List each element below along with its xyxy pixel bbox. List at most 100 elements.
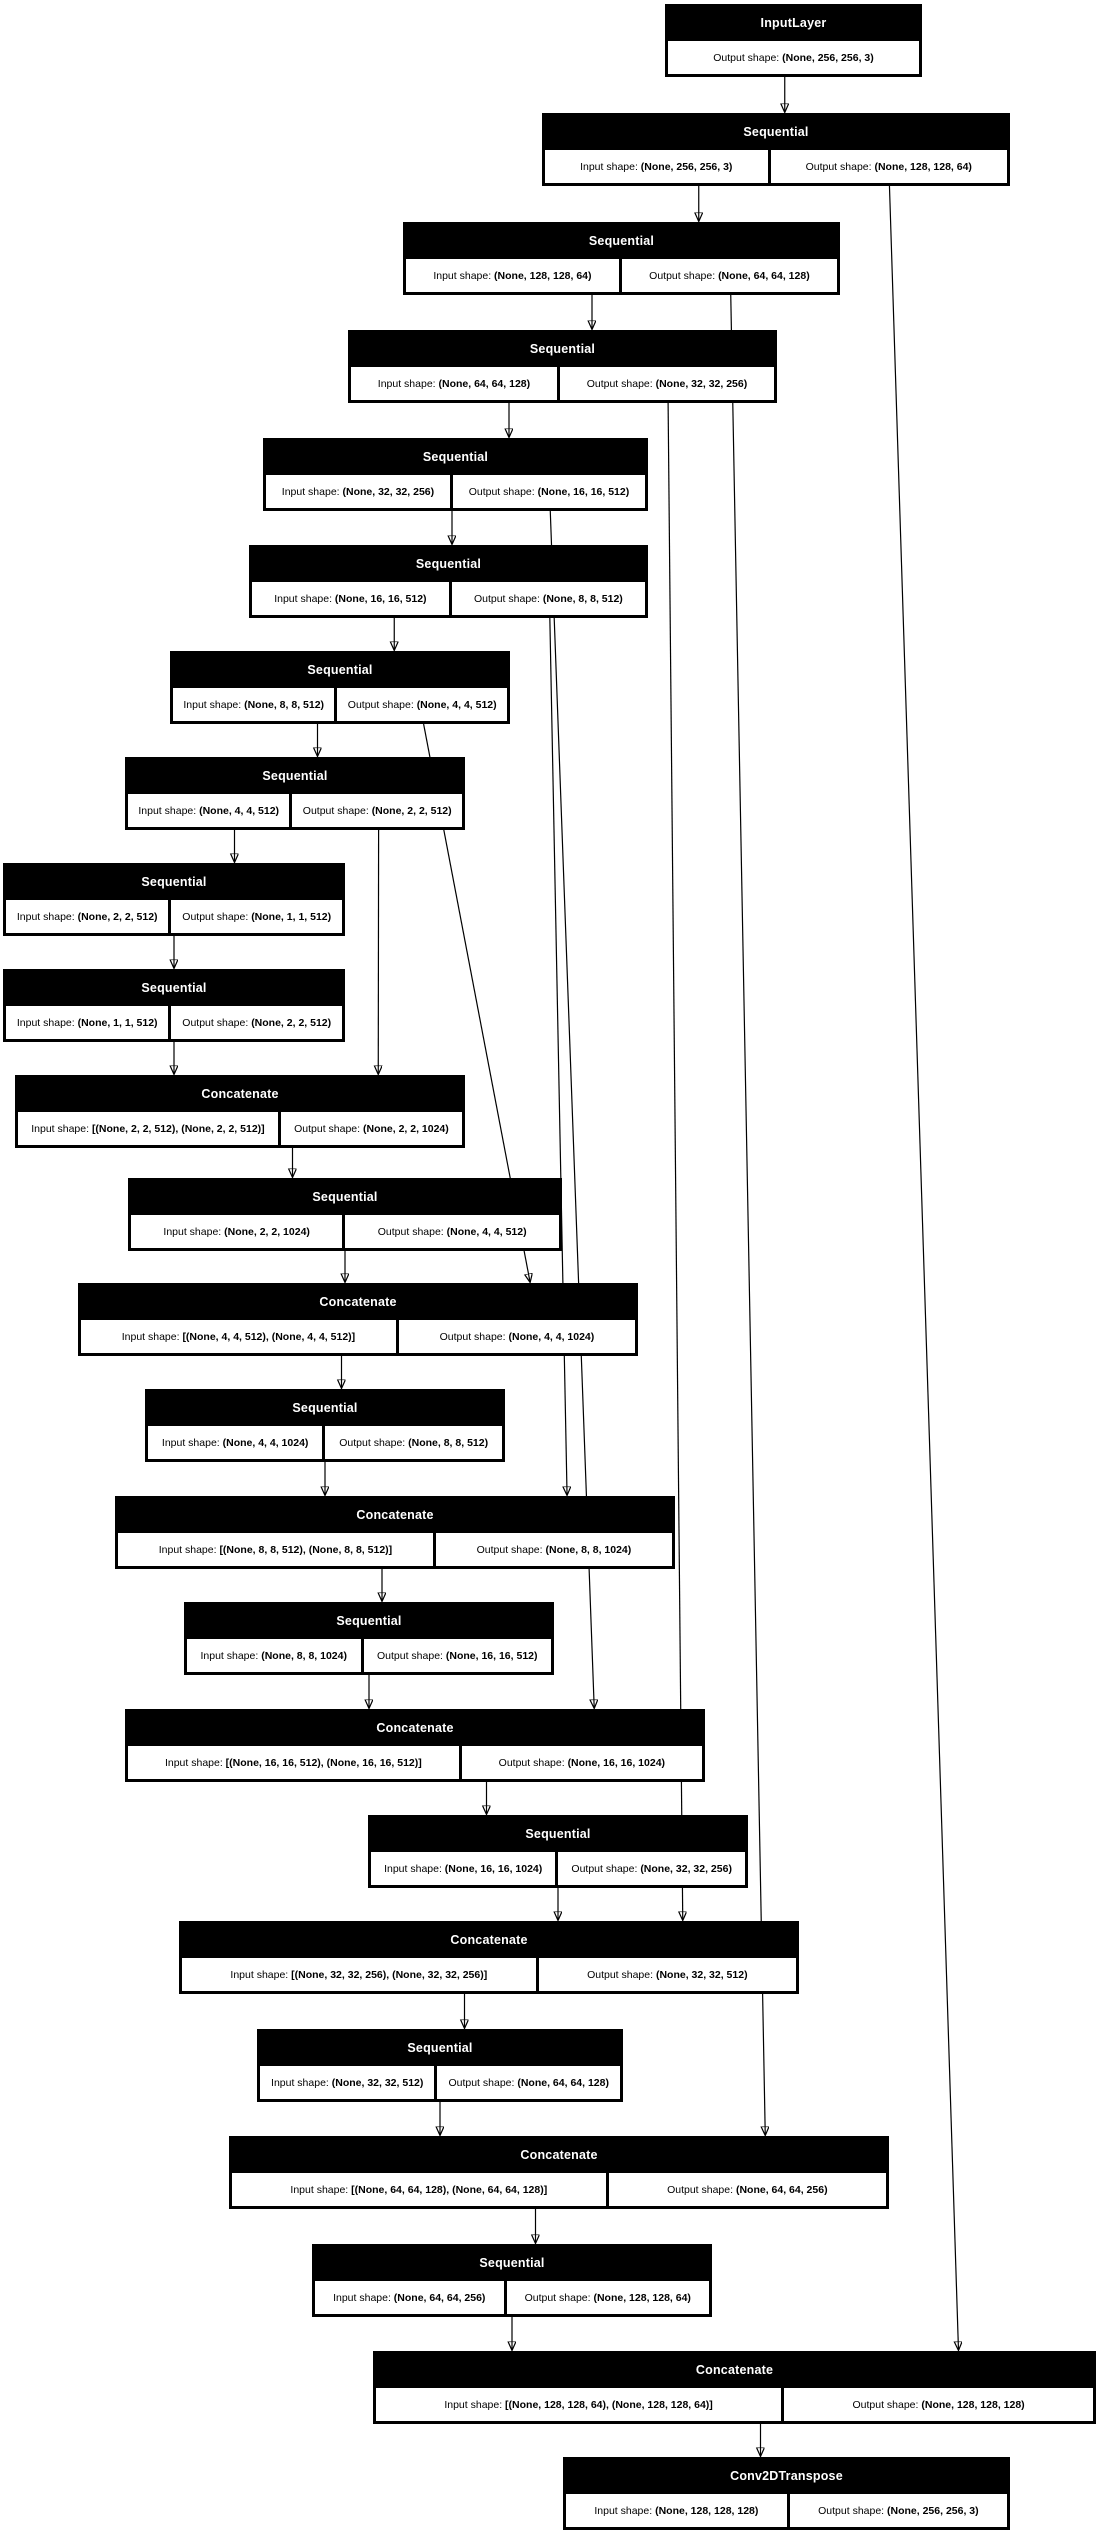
layer-node-sequential: Sequential Input shape: (None, 8, 8, 512…	[170, 651, 510, 724]
layer-node-sequential: Sequential Input shape: (None, 64, 64, 1…	[348, 330, 777, 403]
input-shape-value: (None, 4, 4, 1024)	[222, 1436, 309, 1449]
layer-type-label: Concatenate	[319, 1294, 397, 1309]
input-shape-label: Input shape:	[377, 377, 439, 390]
layer-node-sequential: Sequential Input shape: (None, 64, 64, 2…	[312, 2244, 712, 2317]
output-shape-cell: Output shape: (None, 32, 32, 256)	[558, 1852, 746, 1885]
input-shape-label: Input shape:	[183, 698, 245, 711]
input-shape-cell: Input shape: (None, 4, 4, 512)	[128, 794, 290, 827]
input-shape-cell: Input shape: (None, 16, 16, 1024)	[371, 1852, 556, 1885]
output-shape-value: (None, 32, 32, 256)	[655, 377, 748, 390]
layer-type-label: Sequential	[141, 874, 207, 889]
output-shape-cell: Output shape: (None, 2, 2, 512)	[292, 794, 463, 827]
input-shape-cell: Input shape: (None, 16, 16, 512)	[252, 582, 449, 615]
input-shape-label: Input shape:	[384, 1862, 445, 1875]
layer-type-label: Sequential	[743, 124, 809, 139]
output-shape-cell: Output shape: (None, 2, 2, 1024)	[280, 1112, 462, 1145]
layer-type-label: Concatenate	[376, 1720, 454, 1735]
input-shape-value: (None, 256, 256, 3)	[640, 160, 733, 173]
layer-type-label: Sequential	[479, 2255, 545, 2270]
input-shape-cell: Input shape: (None, 256, 256, 3)	[545, 150, 768, 183]
input-shape-cell: Input shape: [(None, 64, 64, 128), (None…	[232, 2173, 606, 2206]
skip-connection-edge	[888, 185, 958, 2350]
output-shape-value: (None, 16, 16, 512)	[445, 1649, 538, 1662]
output-shape-value: (None, 4, 4, 1024)	[508, 1330, 595, 1343]
layer-node-sequential: Sequential Input shape: (None, 2, 2, 102…	[128, 1178, 562, 1251]
output-shape-cell: Output shape: (None, 16, 16, 512)	[363, 1639, 551, 1672]
skip-connection-edge	[730, 294, 766, 2135]
output-shape-label: Output shape:	[498, 1756, 568, 1769]
input-shape-value: (None, 8, 8, 1024)	[261, 1649, 347, 1662]
layer-node-sequential: Sequential Input shape: (None, 16, 16, 1…	[368, 1815, 748, 1888]
output-shape-value: (None, 2, 2, 512)	[371, 804, 452, 817]
layer-type-label: Conv2DTranspose	[730, 2468, 843, 2483]
input-shape-cell: Input shape: [(None, 128, 128, 64), (Non…	[376, 2388, 782, 2421]
input-shape-label: Input shape:	[31, 1122, 92, 1135]
output-shape-value: (None, 32, 32, 512)	[655, 1968, 748, 1981]
output-shape-cell: Output shape: (None, 128, 128, 64)	[506, 2281, 710, 2314]
output-shape-cell: Output shape: (None, 4, 4, 512)	[345, 1215, 560, 1248]
output-shape-value: (None, 256, 256, 3)	[887, 2504, 979, 2517]
output-shape-cell: Output shape: (None, 32, 32, 512)	[538, 1958, 796, 1991]
input-shape-value: (None, 1, 1, 512)	[77, 1016, 158, 1029]
input-shape-value: (None, 2, 2, 512)	[77, 910, 158, 923]
input-shape-cell: Input shape: [(None, 4, 4, 512), (None, …	[81, 1320, 396, 1353]
input-shape-cell: Input shape: (None, 64, 64, 128)	[351, 367, 557, 400]
output-shape-label: Output shape:	[468, 485, 538, 498]
input-shape-label: Input shape:	[200, 1649, 262, 1662]
output-shape-label: Output shape:	[182, 1016, 252, 1029]
layer-type-label: Sequential	[262, 768, 328, 783]
output-shape-value: (None, 64, 64, 128)	[718, 269, 810, 282]
input-shape-cell: Input shape: (None, 32, 32, 512)	[260, 2066, 435, 2099]
output-shape-cell: Output shape: (None, 64, 64, 128)	[621, 259, 838, 292]
output-shape-label: Output shape:	[182, 910, 252, 923]
output-shape-label: Output shape:	[473, 592, 543, 605]
input-shape-value: [(None, 32, 32, 256), (None, 32, 32, 256…	[291, 1968, 488, 1981]
layer-type-label: Concatenate	[520, 2147, 598, 2162]
output-shape-cell: Output shape: (None, 128, 128, 128)	[784, 2388, 1093, 2421]
input-shape-label: Input shape:	[161, 1436, 223, 1449]
output-shape-cell: Output shape: (None, 128, 128, 64)	[770, 150, 1008, 183]
layer-node-inputlayer: InputLayer Output shape: (None, 256, 256…	[665, 4, 922, 77]
input-shape-cell: Input shape: (None, 128, 128, 128)	[566, 2494, 787, 2527]
output-shape-value: (None, 8, 8, 512)	[542, 592, 623, 605]
skip-connection-edge	[667, 402, 683, 1920]
layer-type-label: Sequential	[141, 980, 207, 995]
input-shape-value: (None, 64, 64, 256)	[393, 2291, 486, 2304]
input-shape-label: Input shape:	[164, 1756, 226, 1769]
input-shape-value: (None, 8, 8, 512)	[244, 698, 325, 711]
input-shape-cell: Input shape: (None, 2, 2, 1024)	[131, 1215, 343, 1248]
output-shape-cell: Output shape: (None, 2, 2, 512)	[171, 1006, 343, 1039]
input-shape-cell: Input shape: (None, 2, 2, 512)	[6, 900, 169, 933]
layer-type-label: Sequential	[588, 233, 655, 248]
output-shape-label: Output shape:	[376, 1649, 446, 1662]
input-shape-value: (None, 4, 4, 512)	[199, 804, 280, 817]
layer-node-sequential: Sequential Input shape: (None, 128, 128,…	[403, 222, 840, 295]
input-shape-label: Input shape:	[16, 1016, 78, 1029]
input-shape-value: (None, 32, 32, 512)	[331, 2076, 424, 2089]
output-shape-value: (None, 4, 4, 512)	[446, 1225, 527, 1238]
input-shape-cell: Input shape: (None, 1, 1, 512)	[6, 1006, 169, 1039]
input-shape-value: (None, 128, 128, 64)	[494, 269, 592, 282]
output-shape-cell: Output shape: (None, 256, 256, 3)	[668, 41, 919, 74]
output-shape-cell: Output shape: (None, 8, 8, 512)	[325, 1426, 503, 1459]
input-shape-label: Input shape:	[580, 160, 641, 173]
input-shape-label: Input shape:	[158, 1543, 220, 1556]
output-shape-value: (None, 16, 16, 512)	[537, 485, 630, 498]
output-shape-label: Output shape:	[852, 2398, 922, 2411]
output-shape-label: Output shape:	[294, 1122, 363, 1135]
input-shape-label: Input shape:	[163, 1225, 225, 1238]
layer-node-concatenate: Concatenate Input shape: [(None, 8, 8, 5…	[115, 1496, 675, 1569]
output-shape-label: Output shape:	[476, 1543, 546, 1556]
layer-node-sequential: Sequential Input shape: (None, 32, 32, 2…	[263, 438, 648, 511]
layer-node-conv2dtranspose: Conv2DTranspose Input shape: (None, 128,…	[563, 2457, 1010, 2530]
input-shape-label: Input shape:	[444, 2398, 506, 2411]
output-shape-cell: Output shape: (None, 8, 8, 512)	[451, 582, 645, 615]
output-shape-value: (None, 8, 8, 1024)	[545, 1543, 632, 1556]
output-shape-value: (None, 1, 1, 512)	[251, 910, 332, 923]
output-shape-label: Output shape:	[667, 2183, 736, 2196]
input-shape-value: [(None, 64, 64, 128), (None, 64, 64, 128…	[351, 2183, 548, 2196]
layer-node-sequential: Sequential Input shape: (None, 4, 4, 512…	[125, 757, 465, 830]
input-shape-cell: Input shape: [(None, 2, 2, 512), (None, …	[18, 1112, 278, 1145]
input-shape-label: Input shape:	[138, 804, 200, 817]
